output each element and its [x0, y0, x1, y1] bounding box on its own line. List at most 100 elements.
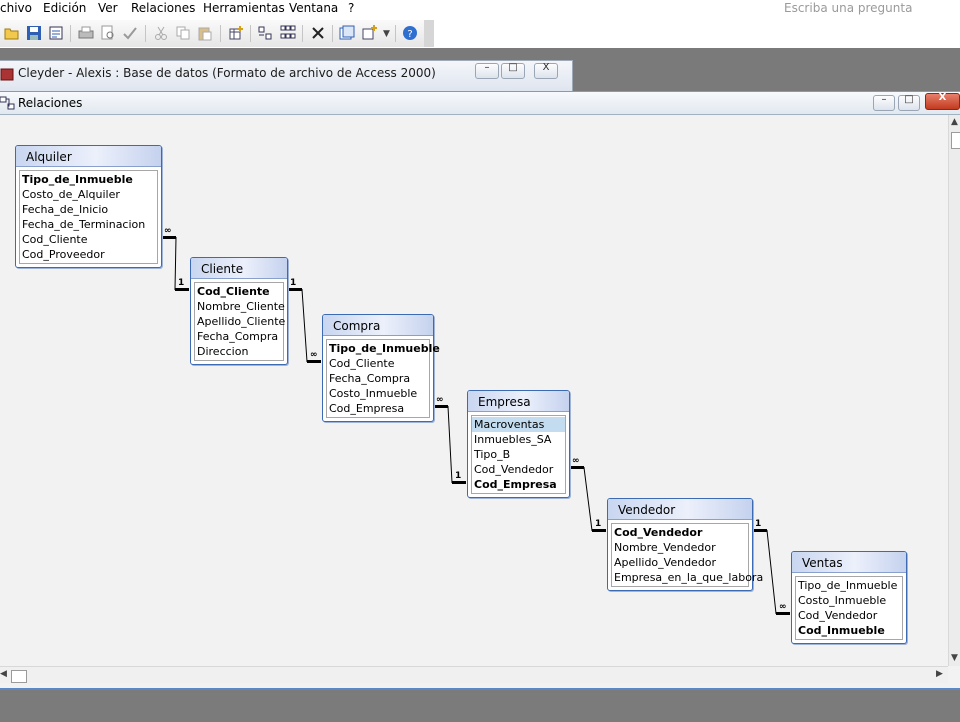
- print-preview-icon[interactable]: [100, 25, 116, 41]
- minimize-button[interactable]: –: [475, 62, 499, 79]
- toolbar-separator: [395, 25, 396, 42]
- dropdown-arrow-icon[interactable]: ▼: [383, 29, 390, 39]
- ask-question-box[interactable]: Escriba una pregunta: [784, 1, 913, 15]
- toolbar-separator: [250, 25, 251, 42]
- horizontal-scroll-thumb[interactable]: [11, 670, 27, 683]
- field-cod-cliente[interactable]: Cod_Cliente: [329, 357, 395, 370]
- relationship-line[interactable]: [162, 237, 189, 290]
- scroll-right-icon[interactable]: ▶: [936, 669, 943, 679]
- field-empresa-en-la-que-labora[interactable]: Empresa_en_la_que_labora: [614, 571, 764, 584]
- field-tipo-de-inmueble[interactable]: Tipo_de_Inmueble: [798, 579, 898, 592]
- field-tipo-b[interactable]: Tipo_B: [474, 448, 511, 461]
- table-title-bar[interactable]: Empresa: [468, 391, 569, 412]
- menu-herramientas[interactable]: Herramientas: [203, 1, 285, 15]
- print-icon[interactable]: [78, 25, 94, 41]
- menu-relaciones[interactable]: Relaciones: [131, 1, 196, 15]
- field-tipo-de-inmueble[interactable]: Tipo_de_Inmueble: [329, 342, 440, 355]
- menu-ventana[interactable]: Ventana: [289, 1, 339, 15]
- field-apellido-cliente[interactable]: Apellido_Cliente: [197, 315, 286, 328]
- restore-button[interactable]: □: [501, 62, 525, 79]
- status-area: [0, 688, 960, 722]
- field-costo-inmueble[interactable]: Costo_Inmueble: [329, 387, 418, 400]
- field-cod-vendedor[interactable]: Cod_Vendedor: [614, 526, 703, 539]
- delete-icon[interactable]: [310, 25, 326, 41]
- spelling-icon[interactable]: [122, 25, 138, 41]
- menu-archivo[interactable]: chivo: [0, 1, 32, 15]
- field-fecha-compra[interactable]: Fecha_Compra: [197, 330, 279, 343]
- field-direccion[interactable]: Direccion: [197, 345, 249, 358]
- toolbar-options-grip[interactable]: [424, 20, 434, 47]
- field-cod-inmueble[interactable]: Cod_Inmueble: [798, 624, 885, 637]
- menu-help[interactable]: ?: [348, 1, 355, 15]
- toolbar-separator: [145, 25, 146, 42]
- field-apellido-vendedor[interactable]: Apellido_Vendedor: [614, 556, 717, 569]
- field-cod-empresa[interactable]: Cod_Empresa: [329, 402, 405, 415]
- relationship-lines: [162, 236, 790, 615]
- close-button[interactable]: X: [534, 62, 558, 79]
- help-icon[interactable]: ?: [402, 25, 418, 41]
- cardinality-many: ∞: [436, 394, 444, 405]
- field-cod-proveedor[interactable]: Cod_Proveedor: [22, 248, 105, 261]
- horizontal-scrollbar[interactable]: ◀ ▶: [0, 666, 948, 683]
- field-fecha-de-terminacion[interactable]: Fecha_de_Terminacion: [22, 218, 146, 231]
- cardinality-one: 1: [755, 518, 762, 529]
- paste-icon[interactable]: [197, 25, 213, 41]
- field-cod-cliente[interactable]: Cod_Cliente: [197, 285, 270, 298]
- field-tipo-de-inmueble[interactable]: Tipo_de_Inmueble: [22, 173, 133, 186]
- field-nombre-cliente[interactable]: Nombre_Cliente: [197, 300, 285, 313]
- field-costo-de-alquiler[interactable]: Costo_de_Alquiler: [22, 188, 120, 201]
- scroll-down-icon[interactable]: ▼: [951, 653, 958, 663]
- new-object-icon[interactable]: [362, 25, 378, 41]
- table-title-bar[interactable]: Ventas: [792, 552, 906, 573]
- scroll-up-icon[interactable]: ▲: [951, 117, 958, 127]
- cut-icon[interactable]: [153, 25, 169, 41]
- close-button[interactable]: X: [925, 92, 960, 110]
- minimize-button[interactable]: –: [873, 94, 895, 111]
- database-window-title: Cleyder - Alexis : Base de datos (Format…: [18, 66, 436, 80]
- menu-ver[interactable]: Ver: [98, 1, 118, 15]
- field-costo-inmueble[interactable]: Costo_Inmueble: [798, 594, 887, 607]
- cardinality-many: ∞: [310, 349, 318, 360]
- scroll-left-icon[interactable]: ◀: [0, 669, 7, 679]
- toolbar-separator: [70, 25, 71, 42]
- field-inmuebles-sa[interactable]: Inmuebles_SA: [474, 433, 552, 446]
- table-title-bar[interactable]: Cliente: [191, 258, 287, 279]
- all-relationships-icon[interactable]: [280, 25, 296, 41]
- field-cod-empresa[interactable]: Cod_Empresa: [474, 478, 557, 491]
- restore-button[interactable]: □: [898, 94, 920, 111]
- database-window-icon[interactable]: [339, 25, 355, 41]
- field-fecha-compra[interactable]: Fecha_Compra: [329, 372, 411, 385]
- field-cod-vendedor[interactable]: Cod_Vendedor: [474, 463, 554, 476]
- table-title-bar[interactable]: Alquiler: [16, 146, 161, 167]
- field-fecha-de-inicio[interactable]: Fecha_de_Inicio: [22, 203, 109, 216]
- menu-edicion[interactable]: Edición: [43, 1, 87, 15]
- field-macroventas[interactable]: Macroventas: [472, 417, 565, 432]
- field-cod-vendedor[interactable]: Cod_Vendedor: [798, 609, 878, 622]
- open-icon[interactable]: [4, 25, 20, 41]
- show-table-icon[interactable]: [228, 25, 244, 41]
- vertical-scrollbar[interactable]: ▲ ▼: [948, 115, 960, 666]
- field-nombre-vendedor[interactable]: Nombre_Vendedor: [614, 541, 716, 554]
- cardinality-one: 1: [595, 518, 602, 529]
- copy-icon[interactable]: [175, 25, 191, 41]
- vertical-scroll-thumb[interactable]: [951, 132, 960, 149]
- table-title-bar[interactable]: Vendedor: [608, 499, 752, 520]
- field-cod-cliente[interactable]: Cod_Cliente: [22, 233, 88, 246]
- save-as-icon[interactable]: [48, 25, 64, 41]
- direct-relationships-icon[interactable]: [257, 25, 273, 41]
- save-icon[interactable]: [26, 25, 42, 41]
- table-title-bar[interactable]: Compra: [323, 315, 433, 336]
